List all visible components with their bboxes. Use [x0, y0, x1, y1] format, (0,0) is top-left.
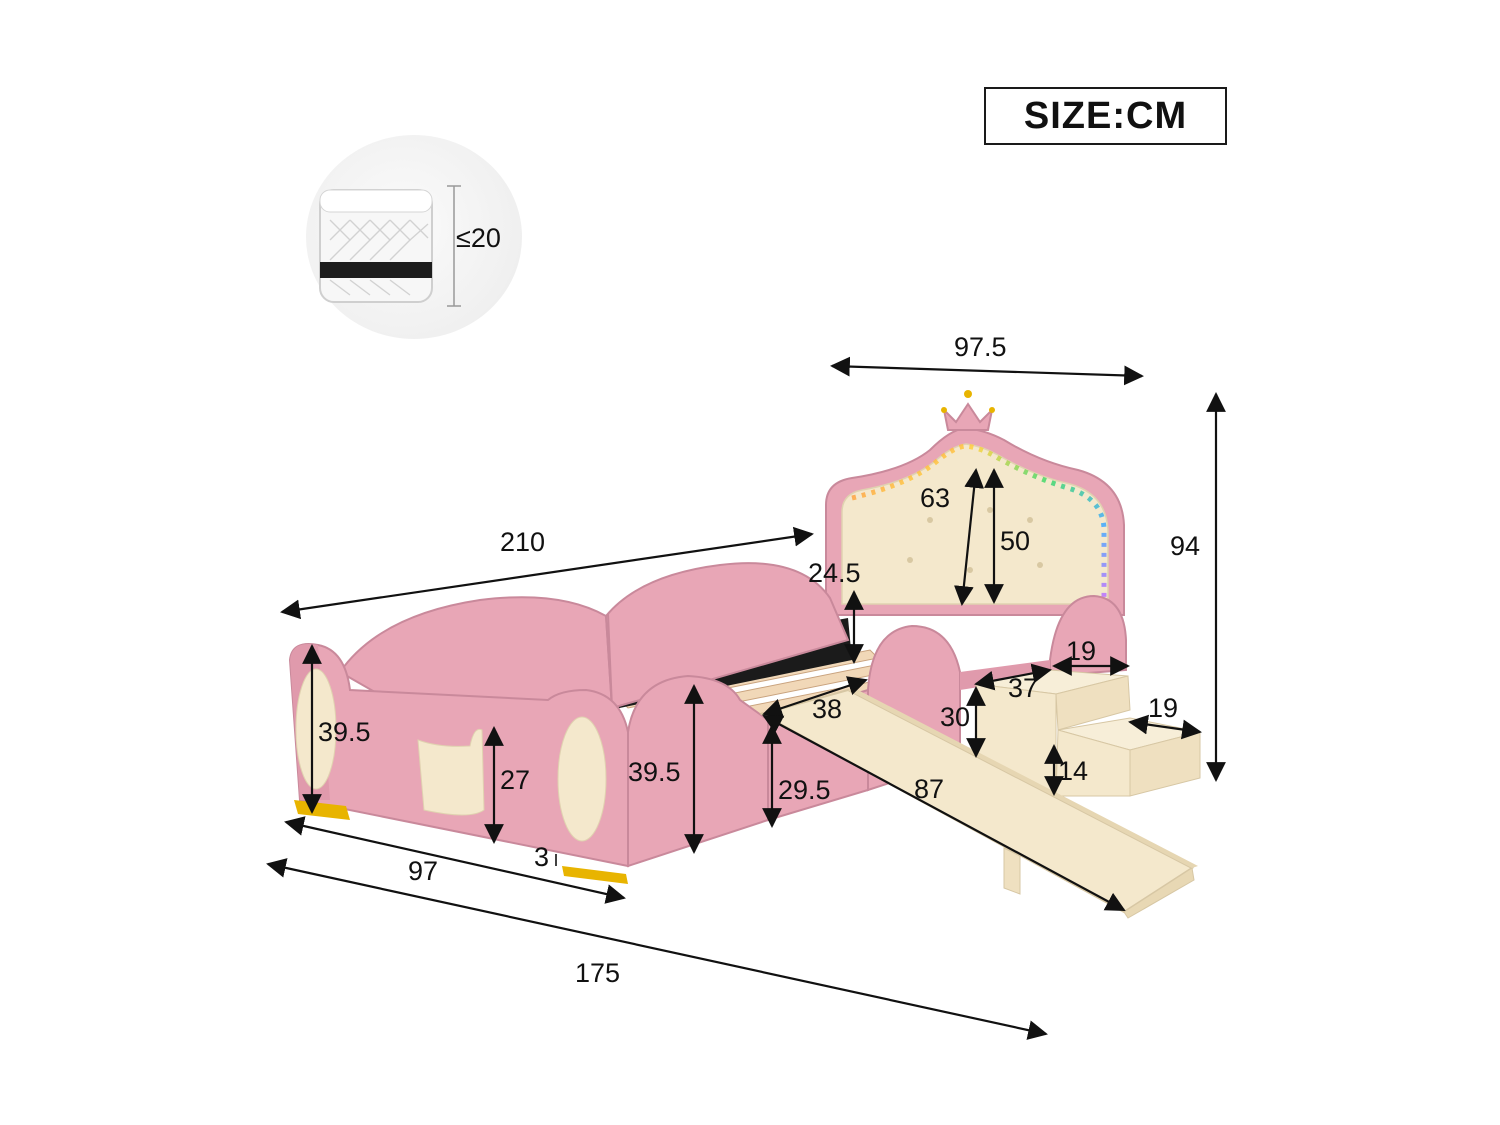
dim-line-slide-width [762, 676, 868, 718]
bed-leg [562, 866, 628, 884]
mattress-thickness-label: ≤20 [456, 223, 501, 253]
dim-line-headboard-width [830, 356, 1144, 386]
headboard-width-label: 97.5 [954, 332, 1007, 362]
leg-height-label: 3 [534, 842, 549, 872]
stair-step-height-label: 14 [1058, 756, 1088, 786]
dim-line-total-width [266, 858, 1048, 1040]
dimension-labels: ≤20 97.5 94 63 50 210 24.5 19 37 19 38 3… [318, 223, 1200, 988]
slide-width-label: 38 [812, 694, 842, 724]
dim-line-stair-depth [974, 663, 1052, 691]
stair-height-label: 30 [940, 702, 970, 732]
total-height-label: 94 [1170, 531, 1200, 561]
mattress-strap [320, 262, 432, 278]
side-rail-height-label: 24.5 [808, 558, 861, 588]
pocket-height-label: 27 [500, 765, 530, 795]
slide-length-label: 87 [914, 774, 944, 804]
mattress-icon [319, 185, 461, 307]
headboard-height-label: 63 [920, 483, 950, 513]
total-width-label: 175 [575, 958, 620, 988]
stair-step-lower-label: 19 [1148, 693, 1178, 723]
stair-depth-label: 37 [1008, 673, 1038, 703]
dim-line-stair-lower [1128, 714, 1202, 740]
dim-line-headboard-height [954, 468, 984, 606]
bed-length-label: 210 [500, 527, 545, 557]
headboard-panel-height-label: 50 [1000, 526, 1030, 556]
stair-step-top-label: 19 [1066, 636, 1096, 666]
footboard-height-label: 39.5 [318, 717, 371, 747]
headboard [825, 390, 1125, 616]
side-post-height-label: 39.5 [628, 757, 681, 787]
size-unit-label: SIZE:CM [984, 87, 1227, 145]
under-bed-height-label: 29.5 [778, 775, 831, 805]
foot-width-label: 97 [408, 856, 438, 886]
dim-line-bed-length [280, 526, 814, 620]
dimension-lines [266, 356, 1226, 1040]
dim-line-slide-length [762, 715, 1126, 911]
